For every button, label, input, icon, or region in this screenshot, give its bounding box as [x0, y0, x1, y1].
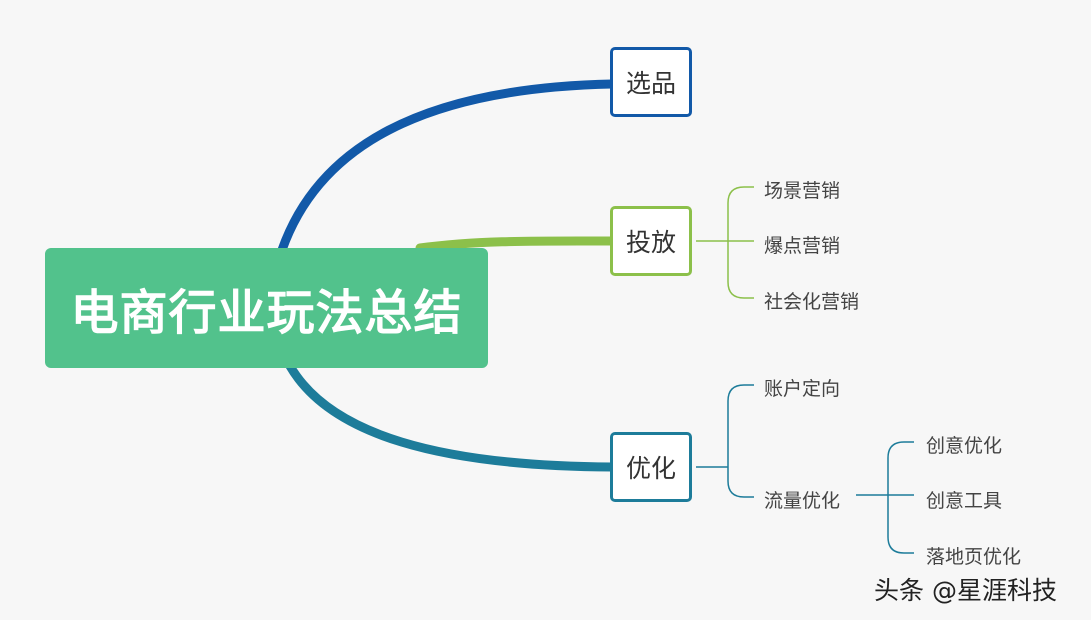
root-node: 电商行业玩法总结: [45, 248, 488, 368]
connector-toufang: [415, 236, 617, 253]
connector-xuanpin: [277, 79, 617, 255]
leaf-chuangyi-gongju: 创意工具: [926, 490, 1003, 512]
leaf-chuangyi-youhua: 创意优化: [926, 435, 1003, 457]
leaf-liuliang-youhua: 流量优化: [764, 490, 841, 512]
leaf-changjing-yingxiao: 场景营销: [764, 180, 841, 202]
connector-youhua: [285, 361, 617, 472]
watermark-text: 头条 @星涯科技: [874, 576, 1057, 605]
leaf-zhanghu-dingxiang: 账户定向: [764, 378, 841, 400]
liuliang-children-connectors: [856, 441, 914, 554]
branch-node-xuanpin: 选品: [610, 47, 692, 117]
leaf-luodiye-youhua: 落地页优化: [926, 546, 1022, 568]
toufang-children-connectors: [696, 186, 754, 299]
branch-node-youhua: 优化: [610, 432, 692, 502]
leaf-baodian-yingxiao: 爆点营销: [764, 235, 841, 257]
youhua-children-connectors: [696, 384, 754, 498]
branch-node-toufang: 投放: [610, 206, 692, 276]
leaf-shehuihua-yingxiao: 社会化营销: [764, 291, 860, 313]
